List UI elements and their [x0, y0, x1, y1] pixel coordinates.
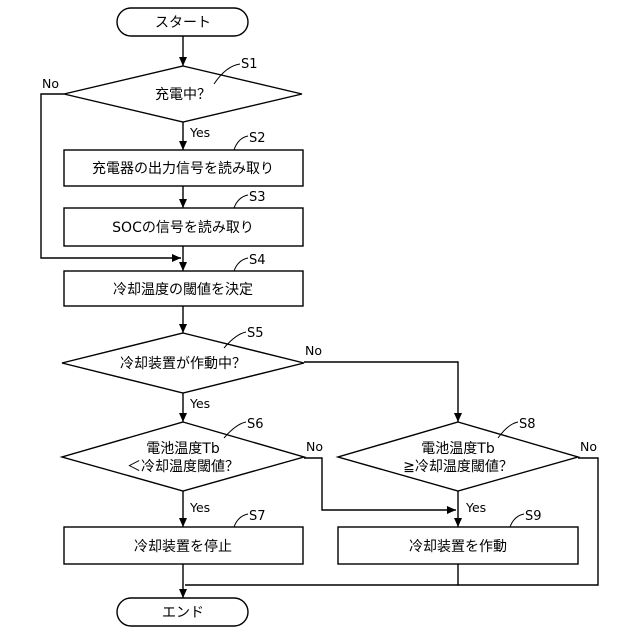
- s2-leader-line: [234, 136, 248, 150]
- s5-yes-label: Yes: [189, 396, 210, 411]
- s4-text: 冷却温度の閾値を決定: [113, 282, 253, 298]
- s7-step-label: S7: [249, 509, 266, 524]
- s3-step-label: S3: [249, 190, 266, 205]
- start-terminal: スタート: [117, 8, 248, 36]
- s6-yes-label: Yes: [189, 500, 210, 515]
- s1-no-label: No: [42, 76, 59, 91]
- s6-step-label: S6: [247, 417, 264, 432]
- s2-text: 充電器の出力信号を読み取り: [92, 160, 274, 177]
- s5-no-label: No: [305, 343, 322, 358]
- s7-leader-line: [234, 514, 248, 527]
- start-label: スタート: [155, 15, 211, 31]
- s8-text-line1: 電池温度Tb: [421, 441, 495, 457]
- s6-no-label: No: [306, 439, 323, 454]
- s1-step-label: S1: [241, 57, 258, 72]
- s8-step-label: S8: [519, 417, 536, 432]
- arrow-s5-no-to-s8: [304, 362, 458, 422]
- s8-no-label: No: [580, 439, 597, 454]
- line-s9-to-merge: [185, 564, 458, 585]
- end-terminal: エンド: [117, 598, 248, 626]
- end-label: エンド: [162, 605, 204, 621]
- s6-text-line2: ＜冷却温度閾値？: [127, 459, 239, 475]
- s9-leader-line: [510, 514, 524, 527]
- step-s5: 冷却装置が作動中？ S5 No Yes: [62, 326, 322, 411]
- s8-yes-label: Yes: [465, 500, 486, 515]
- s6-text-line1: 電池温度Tb: [146, 441, 220, 457]
- s9-step-label: S9: [525, 509, 542, 524]
- s3-leader-line: [234, 195, 248, 208]
- s1-text: 充電中？: [155, 87, 211, 103]
- step-s6: 電池温度Tb ＜冷却温度閾値？ S6 No Yes: [62, 417, 323, 515]
- s2-step-label: S2: [249, 131, 266, 146]
- connectors: [41, 36, 598, 598]
- step-s8: 電池温度Tb ≧冷却温度閾値？ S8 No Yes: [338, 417, 597, 515]
- s3-text: SOCの信号を読み取り: [112, 219, 254, 236]
- s8-text-line2: ≧冷却温度閾値？: [403, 459, 513, 475]
- s4-leader-line: [234, 258, 248, 271]
- s5-text: 冷却装置が作動中？: [120, 356, 246, 372]
- s5-step-label: S5: [247, 326, 264, 341]
- s9-text: 冷却装置を作動: [409, 539, 507, 555]
- s7-text: 冷却装置を停止: [134, 538, 232, 555]
- s4-step-label: S4: [249, 253, 266, 268]
- s1-yes-label: Yes: [189, 125, 210, 140]
- step-s1: 充電中？ S1 No Yes: [42, 57, 302, 140]
